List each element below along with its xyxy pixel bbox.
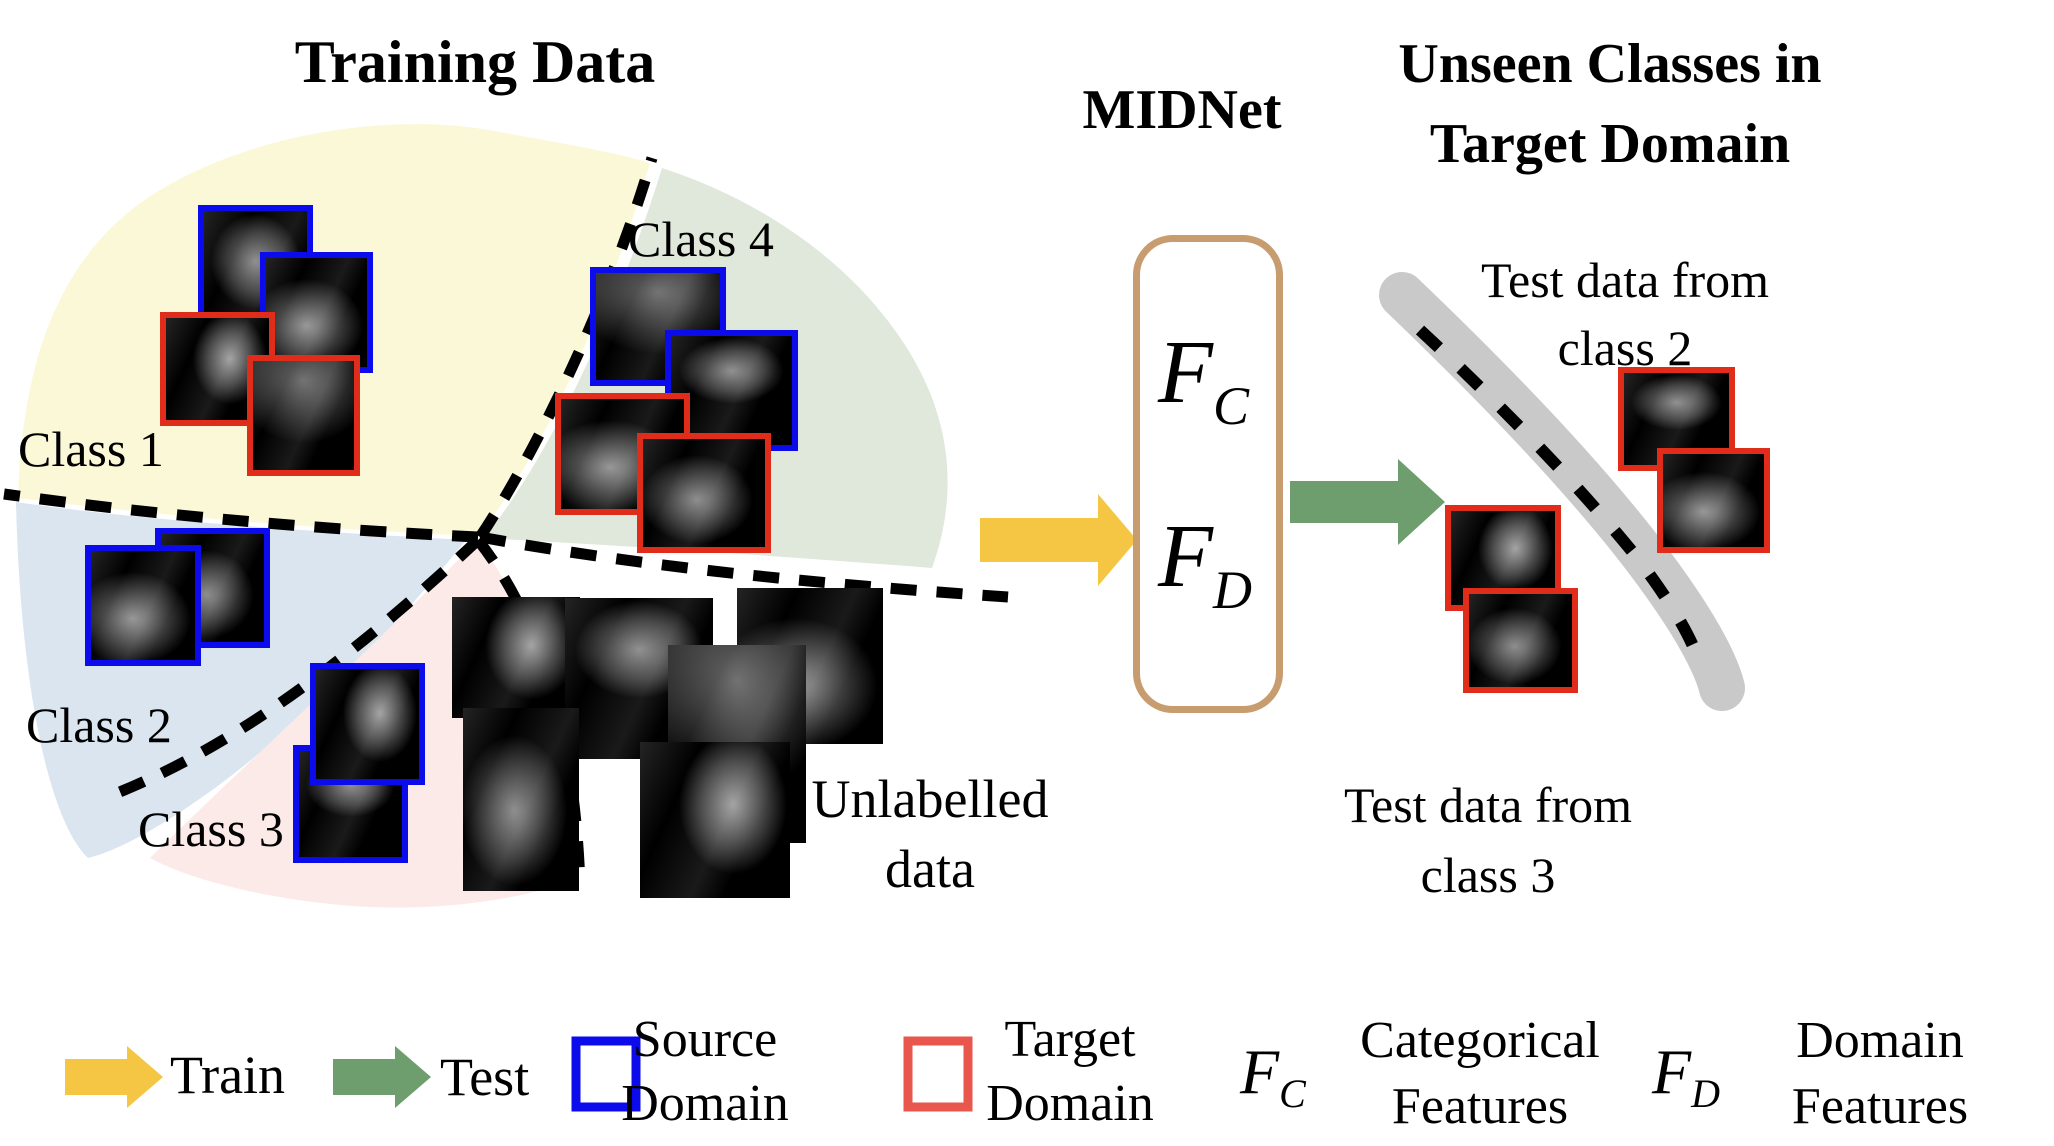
ultrasound-image-test-class3	[1463, 588, 1578, 693]
legend-fc-symbol: FC	[1240, 1036, 1306, 1116]
ultrasound-image-class1-source	[260, 252, 373, 373]
test-class2-label: Test data from class 2	[1480, 252, 1770, 376]
ultrasound-image-class3-source	[310, 663, 425, 785]
legend-fd-symbol: FD	[1652, 1036, 1720, 1116]
midnet-box	[1133, 235, 1283, 713]
target-boundary-dashes	[1415, 325, 1706, 667]
training-title: Training Data	[294, 29, 656, 95]
class3-label: Class 3	[138, 801, 284, 857]
ultrasound-image-class4-source	[665, 330, 798, 451]
unlabelled-label: Unlabelled data	[811, 769, 1049, 899]
legend-train-arrow-icon	[65, 1046, 163, 1108]
unseen-title-line2: Target Domain	[1429, 113, 1791, 175]
separator-class2-class3	[109, 535, 482, 801]
separator-class1-class4	[475, 156, 658, 541]
legend-source-label: Source Domain	[621, 1011, 789, 1132]
unseen-title-line1: Unseen Classes in	[1398, 33, 1822, 95]
class4-label: Class 4	[628, 211, 774, 267]
ultrasound-image-unlabelled	[463, 708, 579, 891]
class2-label: Class 2	[26, 697, 172, 753]
ultrasound-image-test-class2	[1657, 448, 1770, 553]
legend-train-label: Train	[170, 1045, 286, 1105]
legend-fc-desc: Categorical Features	[1360, 1012, 1600, 1135]
test-class3-label: Test data from class 3	[1343, 777, 1633, 903]
legend-target-label: Target Domain	[986, 1011, 1154, 1132]
ultrasound-image-class4-target	[637, 433, 771, 553]
class1-label: Class 1	[18, 421, 164, 477]
ultrasound-image-unlabelled	[640, 742, 790, 898]
midnet-fd-symbol: FD	[1158, 507, 1252, 620]
unseen-title: Unseen Classes in Target Domain	[1330, 24, 1890, 184]
ultrasound-image-class2-source	[85, 545, 201, 666]
legend-test-arrow-icon	[333, 1046, 431, 1108]
train-arrow	[980, 494, 1137, 586]
ultrasound-image-class1-target	[247, 355, 360, 476]
midnet-fc-symbol: FC	[1158, 323, 1250, 436]
separator-class1-class2	[3, 488, 479, 543]
ultrasound-image-unlabelled	[452, 597, 580, 718]
test-arrow	[1290, 459, 1445, 545]
legend-fd-desc: Domain Features	[1791, 1012, 1969, 1135]
midnet-title: MIDNet	[1082, 79, 1282, 141]
legend-source-box-icon	[571, 1036, 641, 1112]
legend-target-box-icon	[903, 1036, 973, 1112]
legend-test-label: Test	[440, 1047, 530, 1107]
target-boundary-band	[1379, 272, 1745, 711]
